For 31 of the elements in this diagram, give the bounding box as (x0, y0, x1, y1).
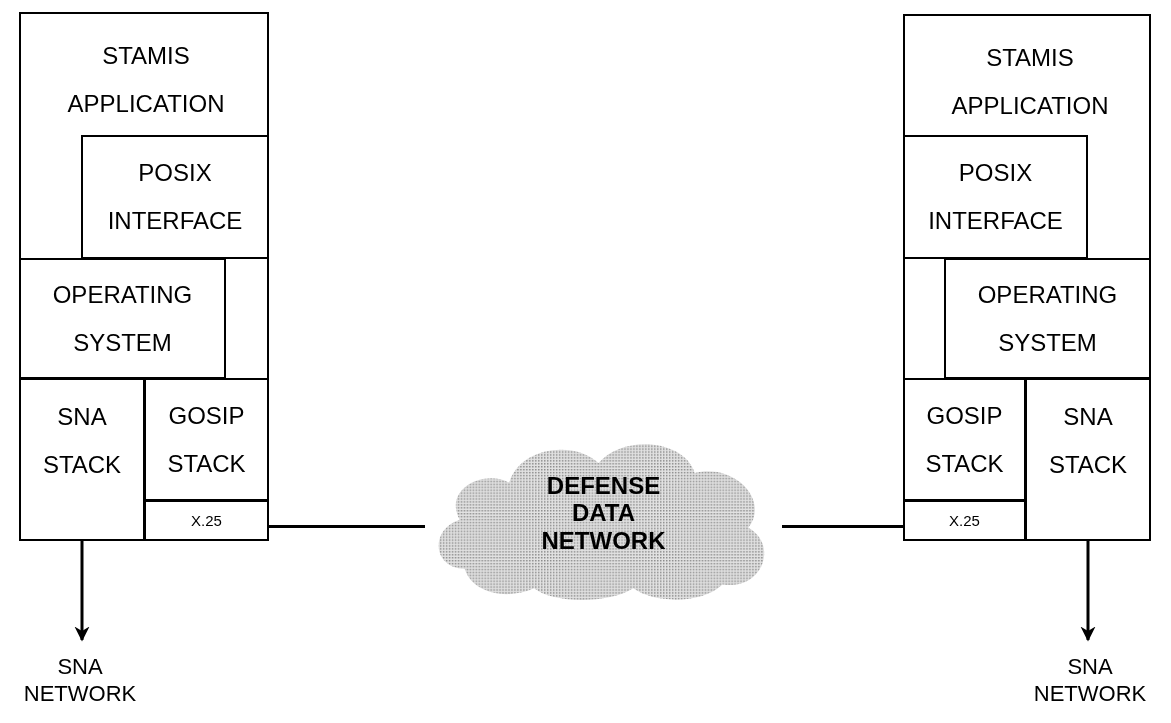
layer-label: X.25 (191, 511, 222, 530)
layer-label: SNA STACK (1047, 402, 1129, 480)
stack-layer-box (903, 14, 1151, 541)
stack-layer-box (19, 378, 145, 541)
stack-layer-box (19, 12, 269, 541)
layer-label: OPERATING SYSTEM (976, 279, 1119, 358)
connector-line (269, 525, 425, 528)
layer-label: POSIX INTERFACE (106, 158, 244, 236)
layer-label: POSIX INTERFACE (927, 158, 1064, 236)
arrow (74, 541, 90, 642)
stack-layer-box (944, 258, 1151, 379)
stack-layer-box (81, 135, 269, 259)
layer-label: GOSIP STACK (166, 400, 247, 479)
stack-layer-box (1025, 378, 1151, 541)
protocol-layer-box (144, 500, 269, 541)
connector-line (782, 525, 903, 528)
layer-label: STAMIS APPLICATION (66, 40, 226, 119)
layer-label: X.25 (949, 511, 980, 530)
protocol-layer-box (903, 500, 1026, 541)
layer-label: STAMIS APPLICATION (950, 42, 1110, 121)
cloud-label: DEFENSE DATA NETWORK (540, 471, 667, 555)
layer-label: OPERATING SYSTEM (51, 279, 194, 358)
stack-layer-box (903, 378, 1026, 501)
stack-layer-box (144, 378, 269, 501)
network-label: SNA NETWORK (1032, 652, 1148, 708)
layer-label: SNA STACK (41, 402, 123, 480)
network-label: SNA NETWORK (22, 652, 138, 708)
stack-layer-box (903, 135, 1088, 259)
layer-label: GOSIP STACK (924, 400, 1005, 479)
stack-layer-box (19, 258, 226, 379)
arrow (1080, 541, 1096, 642)
